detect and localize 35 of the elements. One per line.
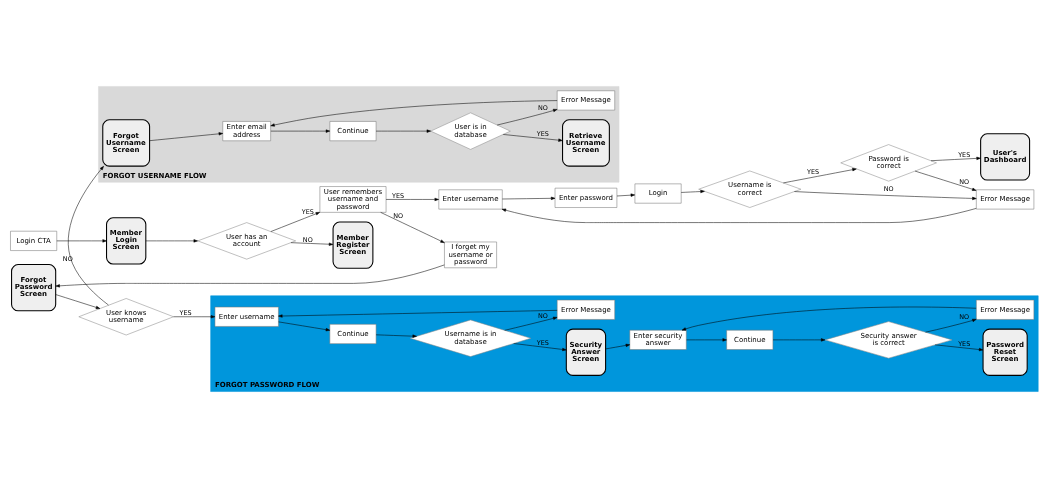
arrow [502, 196, 556, 200]
arrow [914, 170, 977, 191]
arrow [56, 238, 107, 242]
arrow [934, 344, 984, 351]
arrow [772, 337, 826, 341]
arrow [616, 193, 635, 197]
arrow [270, 129, 331, 133]
arrow [375, 334, 417, 338]
arrow [680, 189, 705, 193]
arrow [504, 316, 558, 331]
arrow [270, 99, 558, 127]
arrow [270, 211, 320, 232]
arrow [173, 314, 216, 318]
arrow [149, 131, 223, 141]
arrow [290, 241, 334, 246]
arrow [925, 318, 977, 332]
arrow [145, 238, 198, 242]
arrow [375, 129, 431, 133]
arrow [501, 207, 977, 223]
arrow [278, 321, 331, 331]
arrow [502, 133, 563, 142]
arrow [930, 156, 981, 161]
arrow [385, 197, 439, 201]
arrow [686, 337, 727, 341]
arrow [794, 190, 977, 200]
arrow [605, 343, 630, 349]
arrow [55, 293, 101, 309]
arrow [380, 211, 445, 243]
arrow [278, 309, 558, 318]
arrow [55, 264, 445, 287]
arrow [496, 108, 558, 125]
arrow [681, 306, 977, 330]
arrow [513, 342, 567, 351]
arrow [783, 167, 857, 183]
arrow [68, 165, 109, 305]
